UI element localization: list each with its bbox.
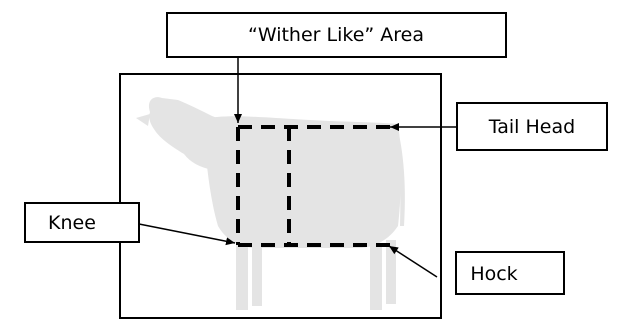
pointer-arrows — [138, 57, 457, 278]
knee-arrow — [138, 223, 236, 246]
measurement-lines — [236, 125, 395, 247]
wither-label-text: “Wither Like” Area — [248, 24, 424, 46]
wither-label: “Wither Like” Area — [166, 12, 507, 58]
hock-label: Hock — [455, 251, 565, 295]
knee-label-text: Knee — [48, 212, 96, 234]
hock-arrow — [388, 245, 438, 278]
tail-head-label: Tail Head — [456, 102, 608, 151]
hock-label-text: Hock — [470, 263, 517, 285]
cow-silhouette — [136, 97, 405, 310]
knee-label: Knee — [24, 202, 140, 243]
tail-head-label-text: Tail Head — [488, 116, 575, 138]
picture-frame — [119, 73, 442, 319]
